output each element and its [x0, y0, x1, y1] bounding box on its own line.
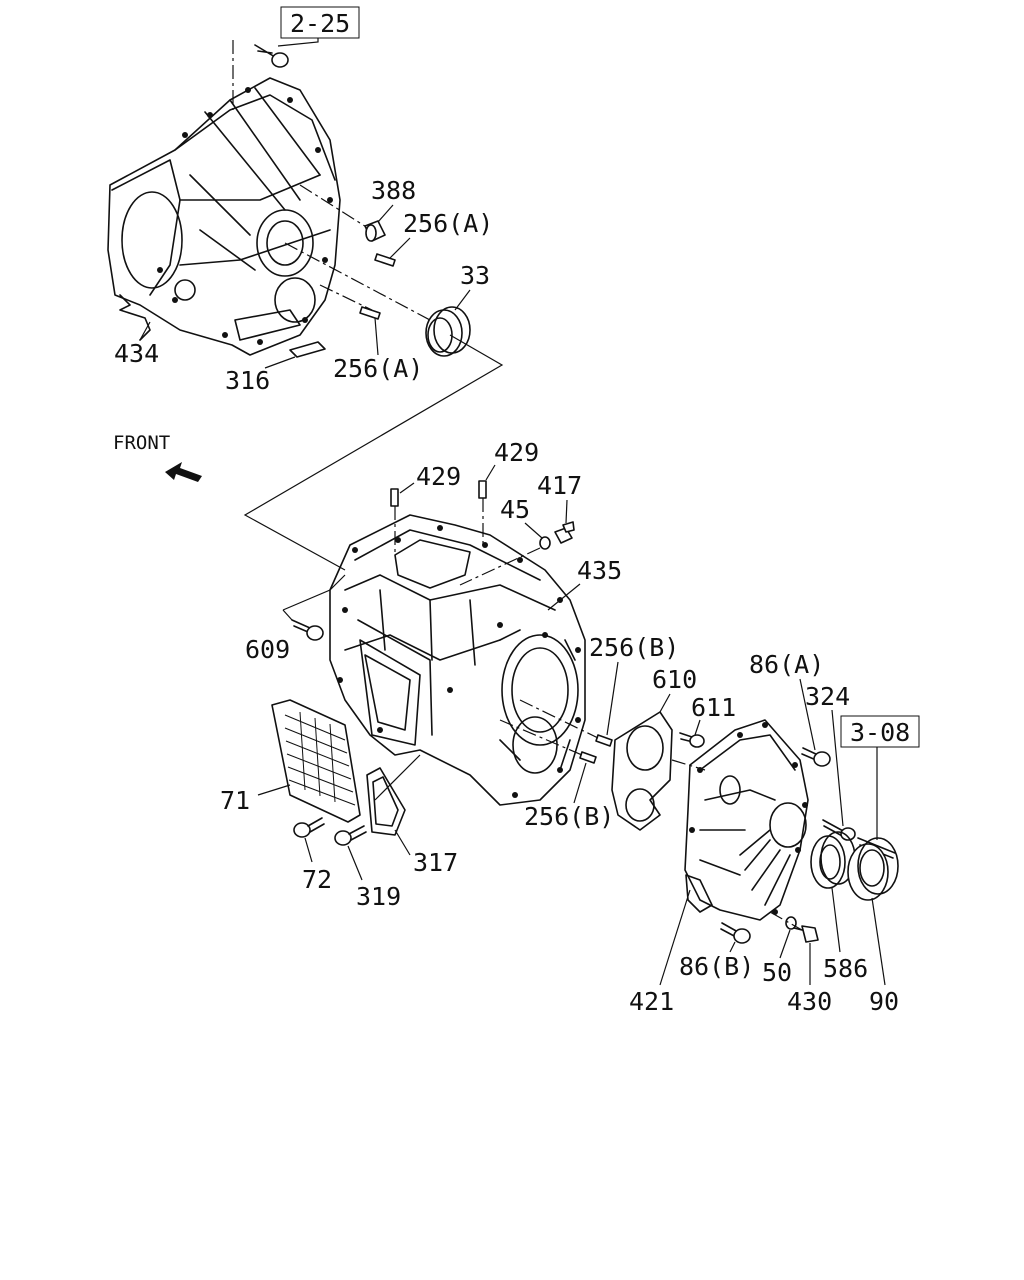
front-arrow-icon: [165, 462, 202, 482]
gasket-317: [366, 767, 406, 836]
bolt-86b: [720, 922, 751, 944]
label-319: 319: [356, 882, 401, 911]
bolt-72: [293, 817, 325, 838]
ref-box-2-25[interactable]: 2-25: [280, 6, 360, 39]
ref-box-3-08[interactable]: 3-08: [840, 715, 920, 748]
label-86b: 86(B): [679, 952, 754, 981]
label-256a-bottom: 256(A): [333, 354, 423, 383]
extension-housing-421: [684, 719, 809, 921]
label-586: 586: [823, 954, 868, 983]
label-86a: 86(A): [749, 650, 824, 679]
label-33: 33: [460, 261, 490, 290]
plug-430: [793, 925, 819, 943]
dowel-pin-256b-bottom: [579, 751, 597, 764]
ref-box-2-25-text: 2-25: [290, 9, 350, 38]
bolt-icon: [254, 44, 289, 68]
label-256b-top: 256(B): [589, 633, 679, 662]
bushing-388: [364, 220, 386, 242]
dowel-pin-256b-top: [595, 734, 613, 747]
label-611: 611: [691, 693, 736, 722]
label-430: 430: [787, 987, 832, 1016]
side-cover-71: [271, 699, 361, 823]
label-50: 50: [762, 958, 792, 987]
washer-50: [785, 916, 797, 930]
label-316: 316: [225, 366, 270, 395]
ref-box-3-08-text: 3-08: [850, 718, 910, 747]
label-435: 435: [577, 556, 622, 585]
label-609: 609: [245, 635, 290, 664]
oil-seal-33: [425, 306, 471, 357]
oil-seal-586: [810, 831, 856, 889]
label-388: 388: [371, 176, 416, 205]
transmission-case-435: [329, 514, 586, 806]
plug-417: [554, 521, 575, 544]
bell-housing-434: [107, 77, 341, 356]
dowel-pin-256a-bottom: [359, 306, 381, 320]
plate-316: [289, 341, 326, 358]
label-256b-bottom: 256(B): [524, 802, 614, 831]
label-610: 610: [652, 665, 697, 694]
label-421: 421: [629, 987, 674, 1016]
label-417: 417: [537, 471, 582, 500]
gasket-610: [611, 711, 673, 831]
label-324: 324: [805, 682, 850, 711]
bolt-611: [679, 732, 705, 748]
label-72: 72: [302, 865, 332, 894]
dowel-pin-429-right: [478, 480, 487, 499]
bolt-609: [291, 619, 324, 641]
bolt-319: [334, 825, 367, 846]
label-90: 90: [869, 987, 899, 1016]
front-label: FRONT: [113, 432, 170, 454]
label-429-left: 429: [416, 462, 461, 491]
label-429-right: 429: [494, 438, 539, 467]
label-256a-top: 256(A): [403, 209, 493, 238]
o-ring-45: [539, 536, 551, 550]
label-434: 434: [114, 339, 159, 368]
stud-324: [822, 819, 856, 841]
label-317: 317: [413, 848, 458, 877]
bolt-86a: [801, 747, 831, 767]
label-45: 45: [500, 495, 530, 524]
label-71: 71: [220, 786, 250, 815]
dowel-pin-256a-top: [374, 253, 396, 267]
dowel-pin-429-left: [390, 488, 399, 507]
dust-seal-90: [847, 837, 899, 901]
